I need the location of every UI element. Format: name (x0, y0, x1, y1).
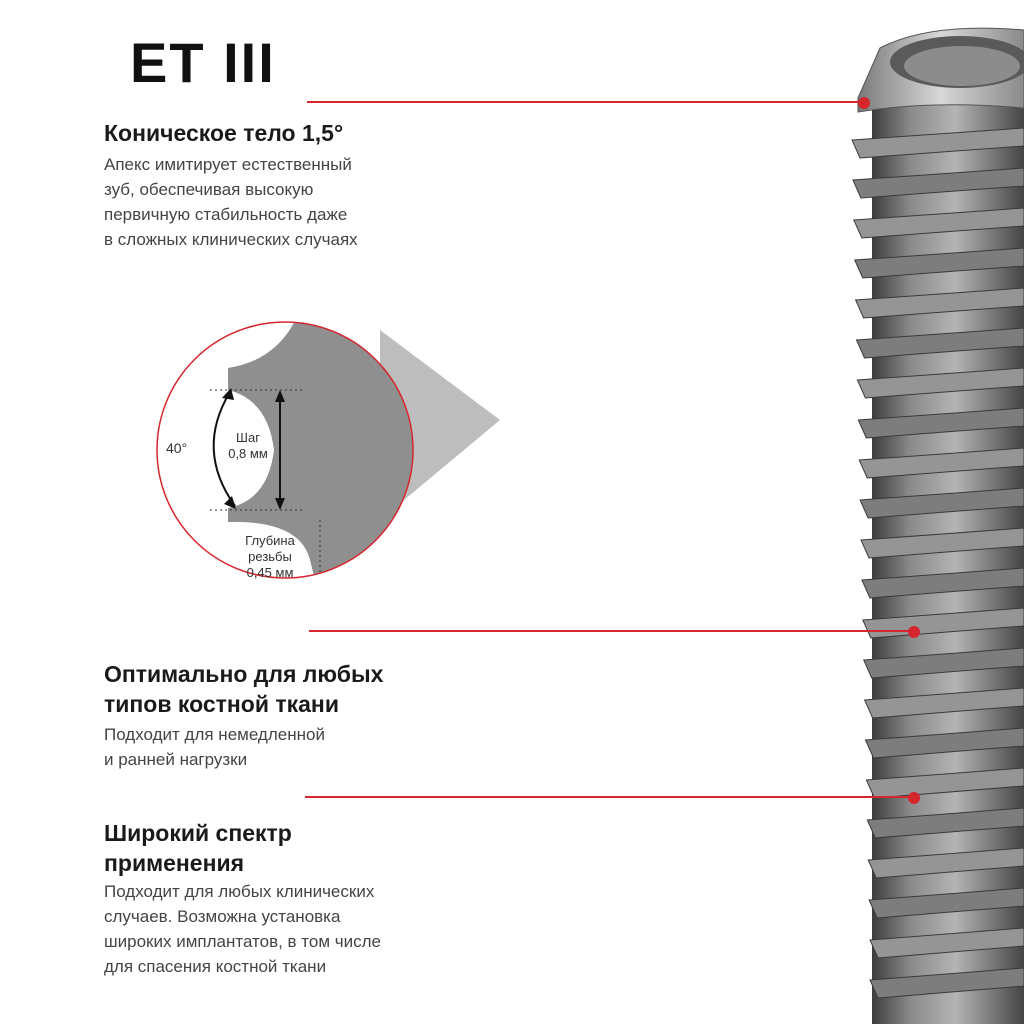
implant-thread-ridge (864, 727, 1024, 759)
feature-heading-conical-body: Коническое тело 1,5° (104, 120, 344, 146)
feature-text-conical-body: Апекс имитирует естественный зуб, обеспе… (104, 152, 384, 252)
text-line: и ранней нагрузки (104, 750, 248, 769)
heading-line: Оптимально для любых (104, 661, 384, 687)
implant-thread-ridge (858, 447, 1024, 479)
implant-thread-ridge (867, 847, 1024, 879)
implant-thread-ridge (854, 287, 1024, 319)
implant-thread-ridge (851, 127, 1024, 159)
text-line: Подходит для любых клинических (104, 882, 375, 901)
feature-heading-wide-range: Широкий спектр применения (104, 818, 334, 878)
text-line: зуб, обеспечивая высокую (104, 180, 314, 199)
text-line: широких имплантатов, в том числе (104, 932, 381, 951)
implant-thread-ridge (853, 247, 1024, 279)
implant-thread-ridge (856, 367, 1024, 399)
implant-thread-ridge (852, 167, 1024, 199)
feature-text-bone-types: Подходит для немедленной и ранней нагруз… (104, 722, 364, 772)
implant-thread-ridge (862, 647, 1024, 679)
thread-depth-label: Глубина резьбы 0,45 мм (238, 533, 302, 581)
implant-thread-ridge (865, 767, 1024, 799)
text-line: случаев. Возможна установка (104, 907, 341, 926)
thread-angle-label: 40° (166, 440, 188, 456)
label-line: Шаг (236, 430, 260, 445)
product-title: ET III (130, 31, 276, 94)
heading-line: типов костной ткани (104, 691, 339, 717)
thread-detail-magnifier (156, 321, 500, 579)
heading-line: применения (104, 850, 245, 876)
implant-thread-ridge (857, 407, 1024, 439)
implant-thread-ridge (863, 687, 1024, 719)
label-line: Глубина (245, 533, 295, 548)
text-line: Подходит для немедленной (104, 725, 325, 744)
implant-thread-ridge (868, 887, 1024, 919)
label-line: резьбы (248, 549, 292, 564)
label-line: 0,8 мм (228, 446, 268, 461)
implant-thread-ridge (866, 807, 1024, 839)
feature-heading-bone-types: Оптимально для любых типов костной ткани (104, 659, 404, 719)
label-line: 0,45 мм (246, 565, 294, 580)
implant-thread-ridge (869, 967, 1024, 999)
heading-line: Широкий спектр (104, 820, 292, 846)
implant-body (851, 27, 1024, 1024)
implant-thread-ridge (869, 927, 1024, 959)
text-line: первичную стабильность даже (104, 205, 348, 224)
feature-text-wide-range: Подходит для любых клинических случаев. … (104, 879, 404, 979)
implant-thread-ridge (861, 567, 1024, 599)
implant-thread-ridge (853, 207, 1024, 239)
implant-thread-ridge (855, 327, 1024, 359)
text-line: в сложных клинических случаях (104, 230, 358, 249)
callout-lines (305, 97, 920, 804)
text-line: Апекс имитирует естественный (104, 155, 352, 174)
text-line: для спасения костной ткани (104, 957, 327, 976)
thread-pitch-label: Шаг 0,8 мм (220, 430, 276, 462)
implant-thread-ridge (859, 487, 1024, 519)
implant-thread-ridge (860, 527, 1024, 559)
